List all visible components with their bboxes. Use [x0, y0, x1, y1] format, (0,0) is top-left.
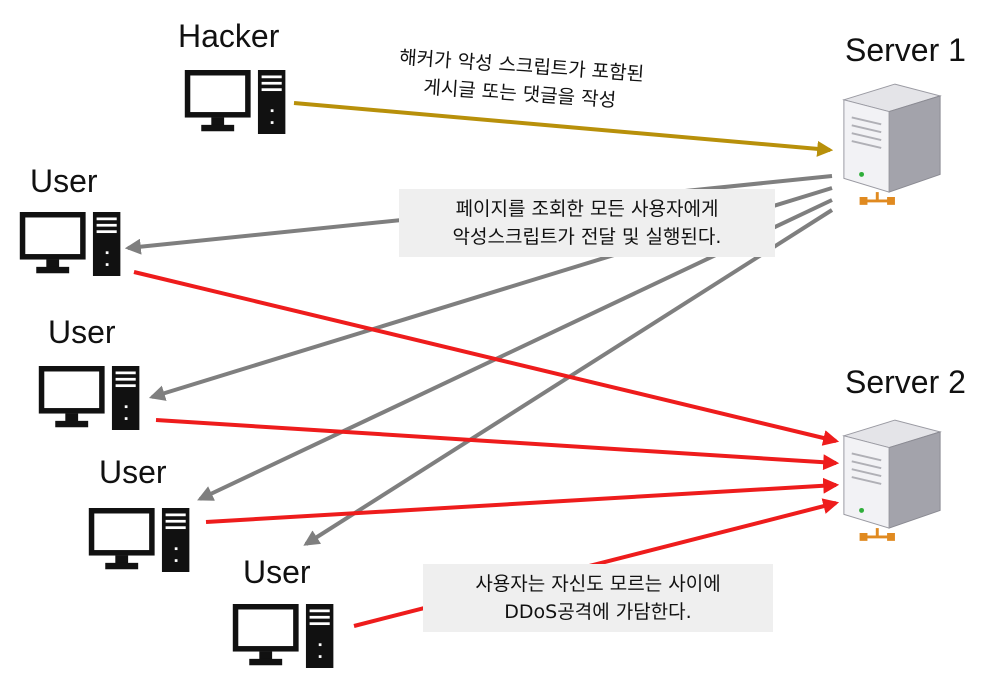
- user3-label: User: [99, 454, 167, 490]
- user3-computer-icon: [92, 508, 190, 572]
- hacker-to-server1-arrow: [293, 101, 834, 157]
- script-delivery-note: 페이지를 조회한 모든 사용자에게 악성스크립트가 전달 및 실행된다.: [399, 189, 775, 257]
- server2-icon: [842, 418, 942, 543]
- user2-computer-icon: [42, 366, 140, 430]
- hacker-label: Hacker: [178, 18, 280, 54]
- ddos-participation-note: 사용자는 자신도 모르는 사이에 DDoS공격에 가담한다.: [423, 564, 773, 632]
- user1-label: User: [30, 163, 98, 199]
- server1-icon: [842, 82, 942, 207]
- user2-to-server2-arrow: [155, 418, 840, 471]
- user4-computer-icon: [236, 604, 334, 668]
- delivery-note-line2: 악성스크립트가 전달 및 실행된다.: [452, 226, 722, 248]
- hacker-computer-icon: [188, 70, 286, 134]
- server1-label: Server 1: [845, 32, 966, 68]
- delivery-note-line1: 페이지를 조회한 모든 사용자에게: [455, 198, 719, 220]
- user2-label: User: [48, 314, 116, 350]
- user1-computer-icon: [23, 212, 121, 276]
- user3-to-server2-arrow: [205, 477, 840, 524]
- ddos-note-line1: 사용자는 자신도 모르는 사이에: [475, 573, 721, 595]
- user1-to-server2-arrow: [133, 270, 840, 446]
- user4-label: User: [243, 554, 311, 590]
- server2-label: Server 2: [845, 364, 966, 400]
- ddos-note-line2: DDoS공격에 가담한다.: [504, 601, 692, 623]
